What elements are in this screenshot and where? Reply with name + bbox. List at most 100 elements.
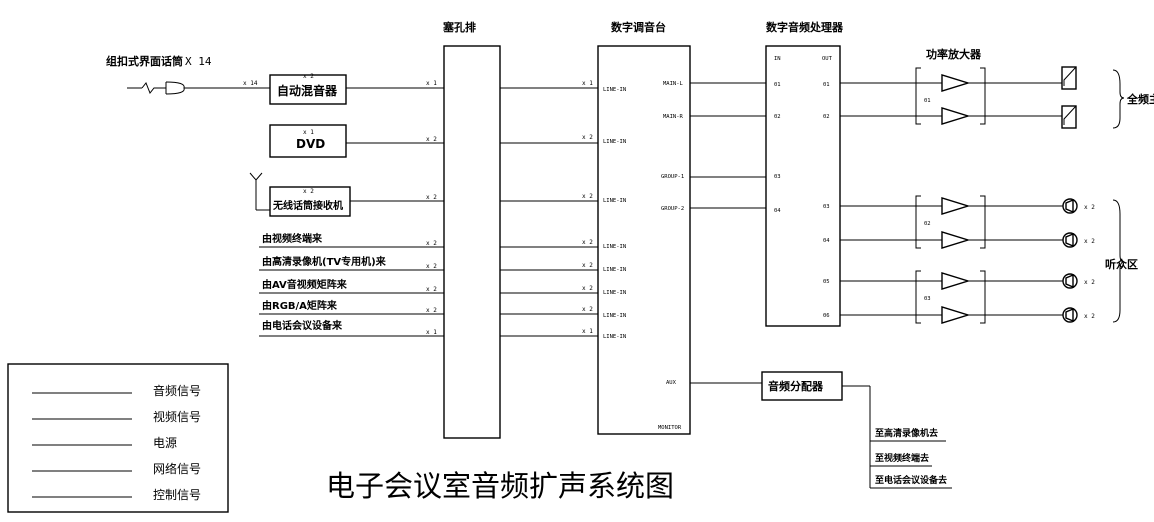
- svg-text:x 2: x 2: [426, 307, 437, 314]
- svg-text:01: 01: [924, 98, 931, 104]
- svg-text:MAIN-L: MAIN-L: [663, 81, 684, 87]
- legend-item: 音频信号: [153, 383, 201, 398]
- audio-processor-box: [765, 45, 841, 327]
- mic-label: 组扣式界面话筒: [106, 54, 183, 68]
- svg-text:x 2: x 2: [1084, 313, 1095, 320]
- svg-text:x 1: x 1: [426, 329, 437, 336]
- distributor-target: 至高清录像机去: [875, 427, 938, 439]
- svg-text:LINE-IN: LINE-IN: [603, 139, 626, 145]
- distributor-target: 至视频终端去: [875, 452, 929, 464]
- svg-text:02: 02: [774, 114, 781, 120]
- audio-distributor-label: 音频分配器: [768, 379, 824, 393]
- wireless-receiver-box: [269, 186, 351, 217]
- mic-count: X 14: [185, 55, 212, 68]
- svg-text:x 2: x 2: [426, 286, 437, 293]
- mixer-input-lines: [500, 87, 598, 337]
- svg-text:01: 01: [774, 82, 781, 88]
- audience-speaker-counts: x 2 x 2 x 2 x 2: [1084, 204, 1095, 320]
- legend-item: 网络信号: [153, 461, 201, 476]
- svg-text:x 2: x 2: [582, 134, 593, 141]
- svg-text:MAIN-R: MAIN-R: [663, 114, 684, 120]
- svg-text:x 2: x 2: [1084, 279, 1095, 286]
- mixer-input-ports: LINE-IN LINE-IN LINE-IN LINE-IN LINE-IN …: [603, 87, 626, 340]
- external-source-label: 由AV音视频矩阵来: [262, 278, 348, 291]
- legend-box: [7, 363, 229, 513]
- distributor-target: 至电话会议设备去: [875, 474, 947, 486]
- svg-text:x 2: x 2: [426, 263, 437, 270]
- diagram-title: 电子会议室音频扩声系统图: [326, 469, 674, 503]
- mixer-header: 数字调音台: [611, 20, 666, 34]
- processor-input-ports: 01 02 03 04: [774, 82, 781, 214]
- processor-in-header: IN: [774, 56, 781, 62]
- svg-text:x 2: x 2: [426, 136, 437, 143]
- svg-text:x 2: x 2: [582, 306, 593, 313]
- svg-text:x 2: x 2: [426, 240, 437, 247]
- svg-text:x 2: x 2: [426, 194, 437, 201]
- external-source-label: 由视频终端来: [262, 232, 323, 245]
- svg-text:04: 04: [823, 238, 830, 244]
- mixer-output-ports: MAIN-L MAIN-R GROUP-1 GROUP-2 AUX MONITO…: [658, 81, 684, 431]
- processor-header: 数字音频处理器: [766, 20, 844, 34]
- main-zone-label: 全频主扩: [1126, 92, 1154, 106]
- svg-text:x 1: x 1: [426, 80, 437, 87]
- processor-output-ports: 01 02 03 04 05 06: [823, 82, 830, 319]
- dvd-label: DVD: [296, 137, 325, 151]
- svg-text:x 2: x 2: [582, 193, 593, 200]
- legend-item: 控制信号: [153, 488, 201, 502]
- svg-text:LINE-IN: LINE-IN: [603, 198, 626, 204]
- processor-out-header: OUT: [822, 56, 833, 62]
- mixer-input-counts: x 1 x 2 x 2 x 2 x 2 x 2 x 2 x 1: [582, 80, 593, 335]
- svg-text:02: 02: [823, 114, 830, 120]
- automix-in-count: x 14: [243, 80, 258, 87]
- antenna-icon: [249, 172, 270, 211]
- auto-mixer-box: [269, 74, 347, 105]
- main-speaker-icon: [1061, 66, 1077, 129]
- amplifier-03: 03: [915, 270, 986, 324]
- legend-item: 电源: [153, 436, 177, 450]
- distributor-targets: 至高清录像机去 至视频终端去 至电话会议设备去: [870, 427, 952, 489]
- external-source-list: 由视频终端来 x 2 由高清录像机(TV专用机)来 x 2 由AV音视频矩阵来 …: [259, 232, 444, 337]
- microphone-icon: [127, 81, 185, 95]
- svg-text:x 2: x 2: [582, 239, 593, 246]
- external-source-label: 由RGB/A矩阵来: [262, 299, 338, 312]
- digital-mixer-box: [597, 45, 691, 435]
- svg-text:03: 03: [924, 296, 931, 302]
- svg-text:LINE-IN: LINE-IN: [603, 290, 626, 296]
- svg-text:LINE-IN: LINE-IN: [603, 313, 626, 319]
- svg-text:x 2: x 2: [1084, 238, 1095, 245]
- svg-text:02: 02: [924, 221, 931, 227]
- svg-text:AUX: AUX: [666, 380, 677, 386]
- dvd-count: x 1: [303, 129, 314, 136]
- audience-speaker-icon: [1062, 198, 1078, 323]
- svg-text:01: 01: [823, 82, 830, 88]
- processor-input-lines: [690, 82, 766, 209]
- wireless-receiver-label: 无线话筒接收机: [272, 199, 343, 212]
- patch-panel-header: 塞孔排: [442, 20, 476, 34]
- svg-text:MONITOR: MONITOR: [658, 425, 682, 431]
- svg-text:x 1: x 1: [582, 80, 593, 87]
- svg-text:x 1: x 1: [582, 328, 593, 335]
- svg-text:03: 03: [774, 174, 781, 180]
- svg-text:LINE-IN: LINE-IN: [603, 267, 626, 273]
- amplifier-header: 功率放大器: [926, 47, 982, 61]
- svg-text:LINE-IN: LINE-IN: [603, 334, 626, 340]
- external-source-label: 由高清录像机(TV专用机)来: [262, 255, 387, 268]
- amplifier-02: 02: [915, 195, 986, 249]
- svg-text:x 2: x 2: [582, 262, 593, 269]
- main-zone-brace: [1112, 69, 1125, 129]
- svg-text:GROUP-1: GROUP-1: [661, 174, 684, 180]
- svg-text:05: 05: [823, 279, 830, 285]
- auto-mixer-label: 自动混音器: [277, 83, 338, 98]
- svg-text:LINE-IN: LINE-IN: [603, 244, 626, 250]
- svg-text:LINE-IN: LINE-IN: [603, 87, 626, 93]
- wireless-receiver-count: x 2: [303, 188, 314, 195]
- svg-text:x 2: x 2: [1084, 204, 1095, 211]
- audience-zone-label: 听众区: [1105, 257, 1138, 271]
- svg-text:06: 06: [823, 313, 830, 319]
- legend-item: 视频信号: [153, 409, 201, 424]
- svg-text:x 2: x 2: [582, 285, 593, 292]
- patch-panel-box: [443, 45, 501, 439]
- external-source-label: 由电话会议设备来: [262, 319, 343, 332]
